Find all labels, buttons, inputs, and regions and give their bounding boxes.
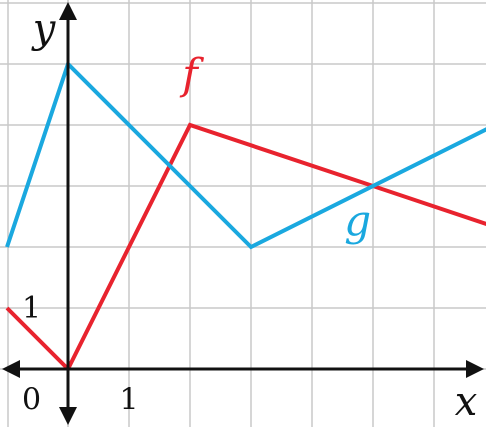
series-line-f [5, 122, 486, 373]
y-axis-up-arrow [59, 2, 77, 20]
y-axis-down-arrow [59, 407, 77, 425]
x-axis-left-arrow [2, 360, 20, 378]
y-axis-label: y [31, 6, 57, 52]
tick-label: 0 [22, 383, 41, 418]
x-axis-right-arrow [466, 360, 484, 378]
x-axis-label: x [455, 379, 478, 425]
series-label-g: g [344, 196, 371, 245]
series-line-g [5, 60, 486, 250]
tick-label: 1 [22, 291, 41, 326]
series-label-f: f [179, 49, 204, 98]
tick-label: 1 [119, 383, 138, 418]
labels: x y f g 0 1 1 [22, 6, 477, 425]
series-lines [5, 60, 486, 373]
